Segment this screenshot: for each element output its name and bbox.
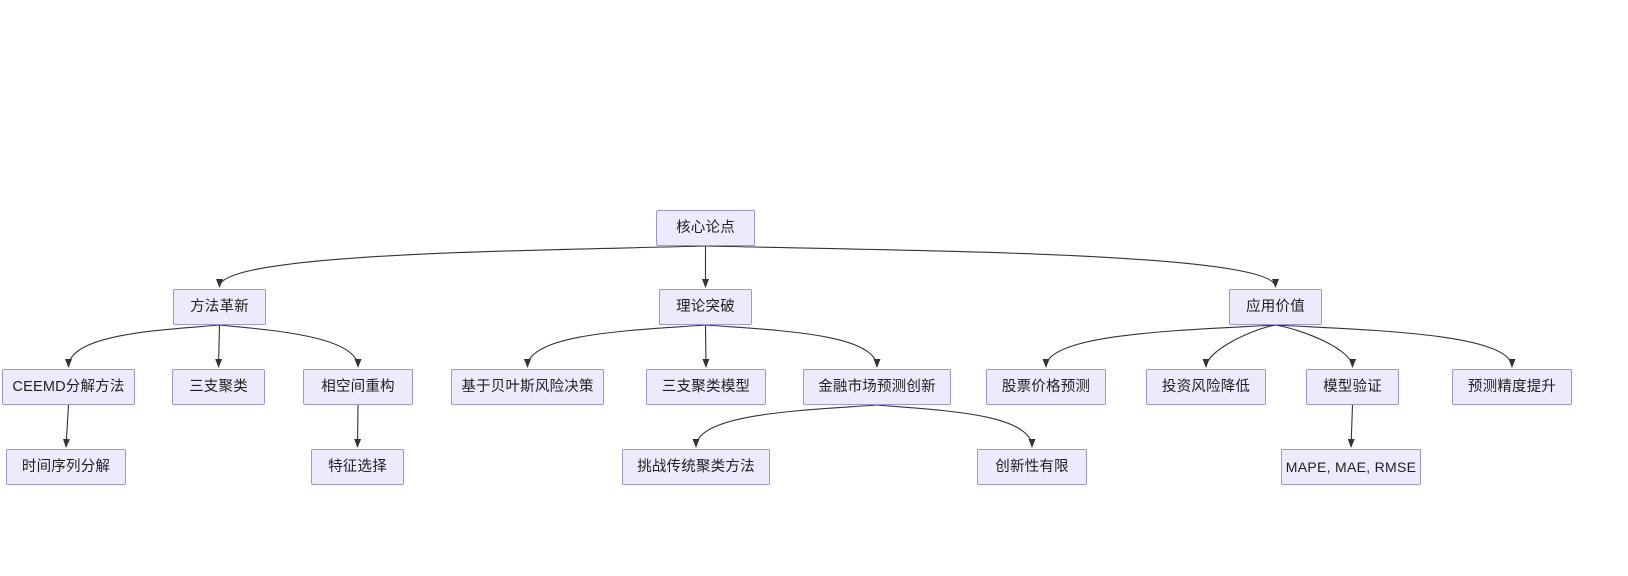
node-ceemd[interactable]: CEEMD分解方法 [2,369,135,405]
node-finance[interactable]: 金融市场预测创新 [803,369,951,405]
node-label: 应用价值 [1246,298,1305,315]
edge-application-to-risk [1202,324,1276,368]
node-method[interactable]: 方法革新 [173,289,266,325]
node-label: 相空间重构 [321,378,395,395]
node-feature[interactable]: 特征选择 [311,449,404,485]
node-limited[interactable]: 创新性有限 [977,449,1087,485]
node-label: 创新性有限 [995,458,1069,475]
node-bayes[interactable]: 基于贝叶斯风险决策 [451,369,604,405]
edge-application-to-accuracy [1275,324,1516,368]
edge-phase-to-feature [354,404,362,448]
node-label: 预测精度提升 [1467,378,1557,395]
edge-root-to-method [216,245,706,288]
edge-theory-to-bayes [524,324,706,368]
node-twmodel[interactable]: 三支聚类模型 [646,369,766,405]
node-label: 基于贝叶斯风险决策 [461,378,594,395]
node-tsdecomp[interactable]: 时间序列分解 [6,449,126,485]
node-label: 三支聚类模型 [661,378,751,395]
edge-theory-to-twmodel [702,324,710,368]
edge-root-to-application [705,245,1279,288]
node-threeway[interactable]: 三支聚类 [172,369,265,405]
edge-finance-to-challenge [692,404,878,448]
edge-application-to-stock [1042,324,1276,368]
node-label: 核心论点 [676,219,735,236]
node-validate[interactable]: 模型验证 [1306,369,1399,405]
node-root[interactable]: 核心论点 [656,210,755,246]
node-label: 挑战传统聚类方法 [637,458,755,475]
node-label: 方法革新 [190,298,249,315]
node-phase[interactable]: 相空间重构 [303,369,413,405]
node-accuracy[interactable]: 预测精度提升 [1452,369,1572,405]
node-application[interactable]: 应用价值 [1229,289,1322,325]
node-label: 股票价格预测 [1001,378,1091,395]
node-label: 金融市场预测创新 [818,378,936,395]
node-label: MAPE, MAE, RMSE [1285,459,1417,475]
node-metrics[interactable]: MAPE, MAE, RMSE [1281,449,1421,485]
edge-application-to-validate [1275,324,1356,368]
node-stock[interactable]: 股票价格预测 [986,369,1106,405]
edge-method-to-ceemd [65,324,220,368]
edge-method-to-phase [219,324,362,368]
node-label: 特征选择 [328,458,387,475]
node-label: CEEMD分解方法 [12,378,125,395]
edge-theory-to-finance [705,324,881,368]
node-label: 时间序列分解 [21,458,111,475]
node-label: 三支聚类 [189,378,248,395]
node-risk[interactable]: 投资风险降低 [1146,369,1266,405]
node-label: 投资风险降低 [1161,378,1251,395]
edge-ceemd-to-tsdecomp [62,404,70,448]
node-label: 模型验证 [1323,378,1382,395]
node-challenge[interactable]: 挑战传统聚类方法 [622,449,770,485]
node-theory[interactable]: 理论突破 [659,289,752,325]
edge-finance-to-limited [876,404,1036,448]
node-label: 理论突破 [676,298,735,315]
edge-validate-to-metrics [1347,404,1355,448]
edge-method-to-threeway [215,324,223,368]
